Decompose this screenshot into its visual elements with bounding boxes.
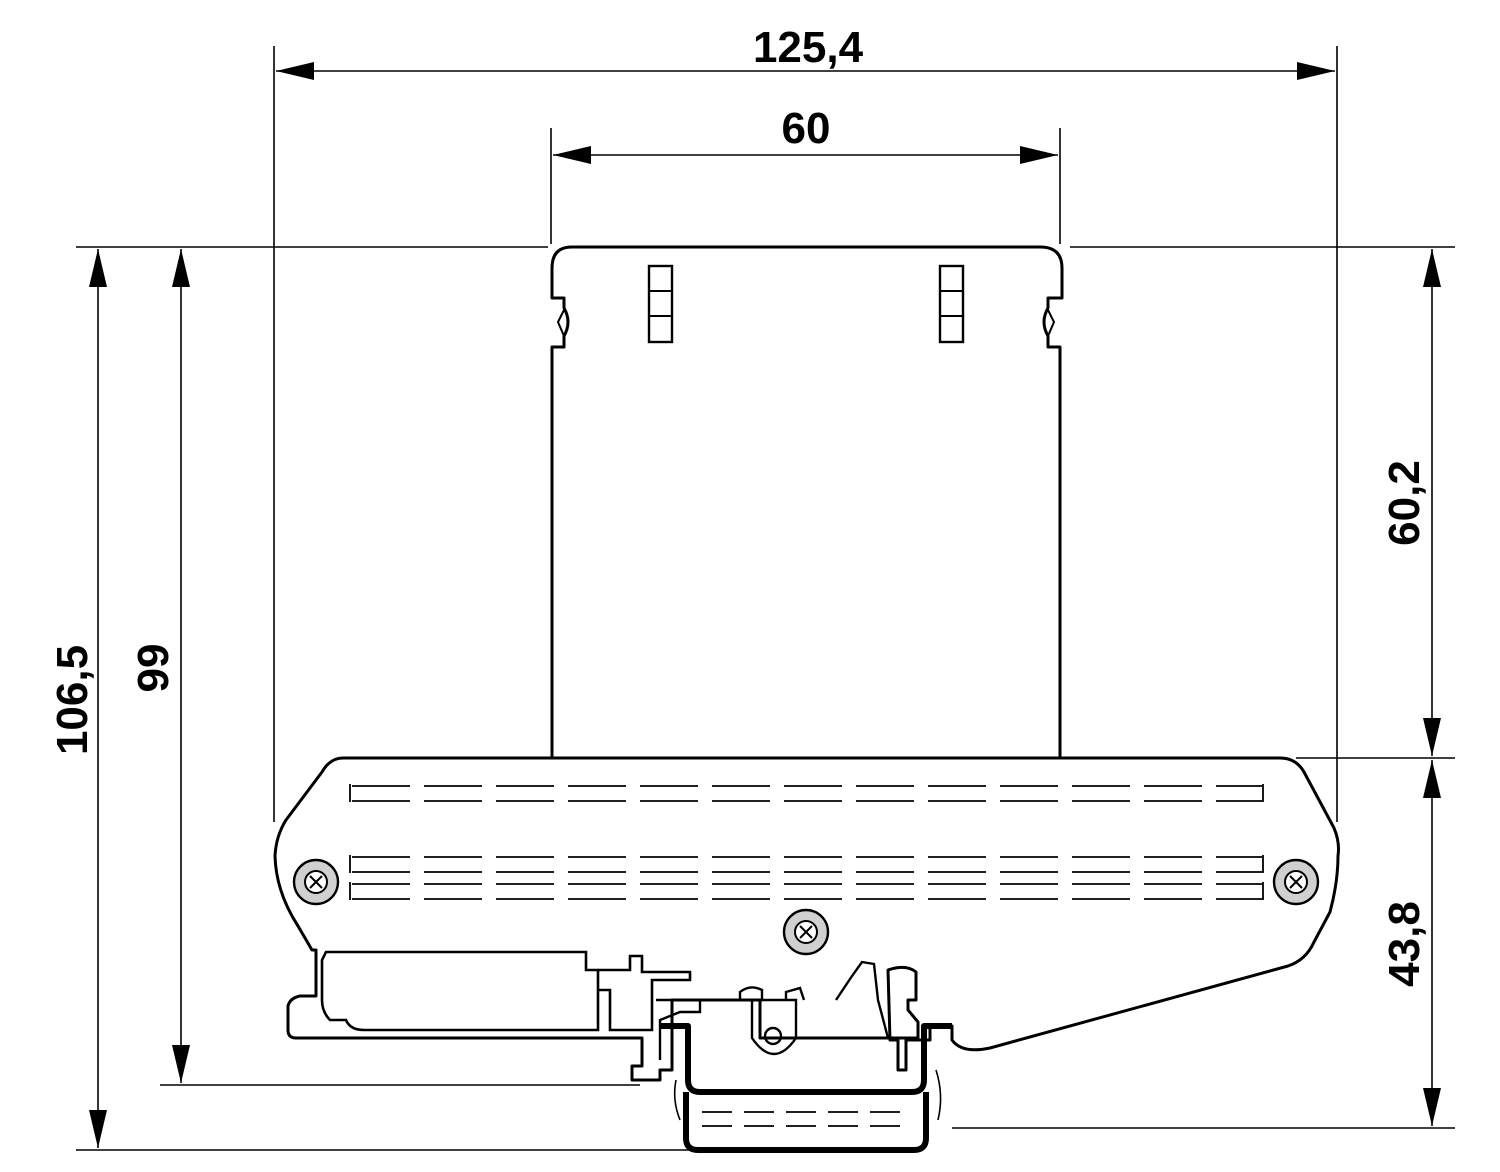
dim-upper-height: 60,2 — [1380, 249, 1441, 756]
upper-module — [550, 245, 1064, 760]
dim-overall-width: 125,4 — [276, 23, 1335, 80]
dim-lower-height: 43,8 — [1380, 760, 1441, 1126]
screw-center — [782, 908, 830, 956]
label-overall-height: 106,5 — [48, 645, 97, 755]
label-upper-height: 60,2 — [1380, 460, 1429, 546]
extension-lines — [76, 46, 1455, 1151]
label-lower-height: 43,8 — [1380, 901, 1429, 987]
screw-left — [292, 858, 340, 906]
label-module-width: 60 — [782, 104, 831, 153]
label-overall-width: 125,4 — [753, 23, 864, 72]
label-rail-height: 99 — [129, 644, 178, 693]
din-rail — [660, 1023, 952, 1153]
dim-rail-height: 99 — [129, 249, 190, 1083]
dim-overall-height: 106,5 — [48, 249, 107, 1148]
dim-module-width: 60 — [553, 104, 1058, 164]
screw-right — [1272, 858, 1320, 906]
